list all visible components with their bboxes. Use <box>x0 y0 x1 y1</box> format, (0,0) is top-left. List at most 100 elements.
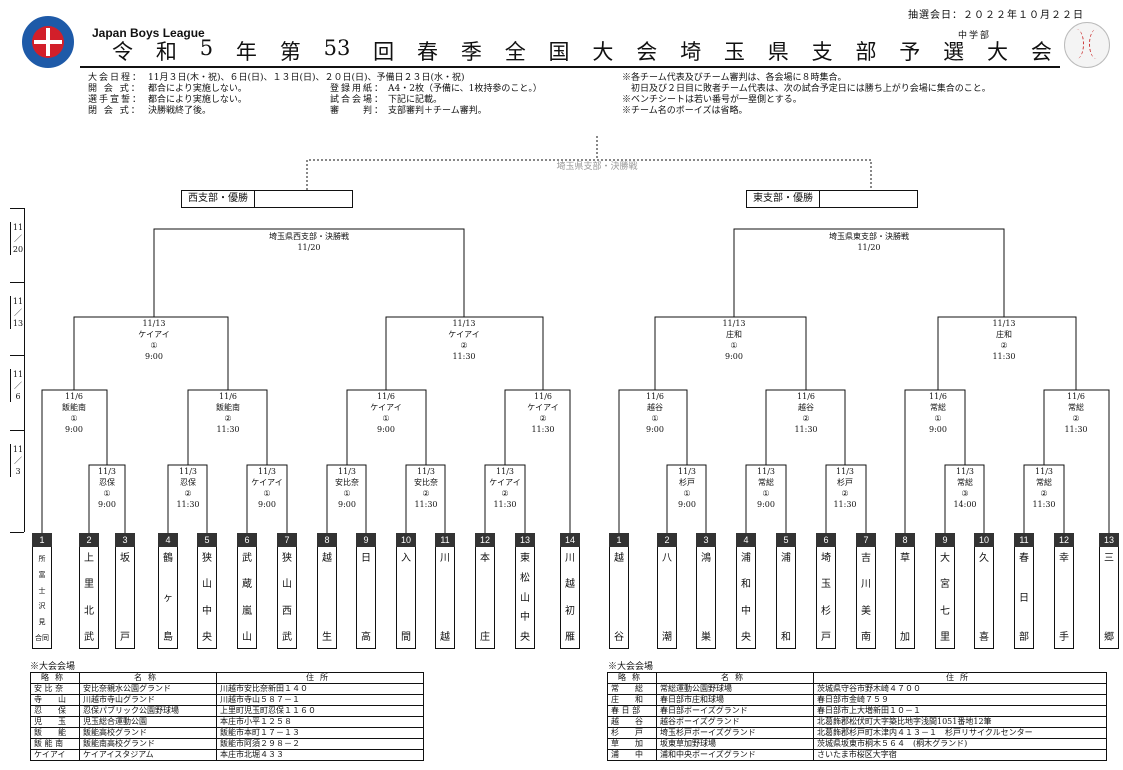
team-char: 央 <box>741 631 751 643</box>
team-char: 狭 <box>282 553 292 564</box>
team-char: 手 <box>1059 632 1069 643</box>
round-date-part: ／ <box>14 308 22 317</box>
team-char: 中 <box>741 605 751 617</box>
title-char: 会 <box>636 40 658 64</box>
round-date-part: 20 <box>12 245 24 254</box>
team-char: 蔵 <box>242 579 252 591</box>
match-line: 14:00 <box>953 500 977 509</box>
match-line: 11/3 <box>338 467 356 476</box>
title-char: 第 <box>279 40 301 64</box>
team-name-box: 埼玉杉戸 <box>816 547 836 649</box>
venue-cell: 春日部ボーイズグランド <box>656 705 814 717</box>
venue-cell: 忍 保 <box>30 705 80 717</box>
team-char: 潮 <box>662 632 672 643</box>
match-line: 忍保 <box>180 478 196 487</box>
match-line: ② <box>1040 489 1048 498</box>
venue-cell: 上里町児玉町忍保１１６０ <box>216 705 424 717</box>
venue-cell: 安比奈親水公園グランド <box>79 683 217 695</box>
title-char: 53 <box>323 36 351 60</box>
team-char: 間 <box>401 632 411 643</box>
info-row: 審 判：支部審判＋チーム審判。 <box>330 106 542 117</box>
team-number: 1 <box>32 533 52 547</box>
info-row: 試合会場：下記に記載。 <box>330 95 542 106</box>
team-char: 雁 <box>565 631 575 643</box>
round-separator <box>10 355 24 356</box>
team-number: 7 <box>856 533 876 547</box>
team-name-box: 草加 <box>895 547 915 649</box>
match-line: 11:30 <box>414 500 438 509</box>
table-row: 草 加坂東草加野球場茨城県坂東市桐木５６４ (桐木グランド) <box>607 738 1107 750</box>
team-number: 5 <box>197 533 217 547</box>
round-date-part: 13 <box>12 319 24 328</box>
match-line: 11:30 <box>1064 425 1088 434</box>
round-date: 11／6 <box>10 369 25 402</box>
info-value: 都合により実施しない。 <box>148 95 247 105</box>
team-name-box: 狭山西武 <box>277 547 297 649</box>
venue-header-row: 略称名称住所 <box>607 672 1107 684</box>
match-line: 11:30 <box>833 500 857 509</box>
match-line: 11/6 <box>797 392 815 401</box>
match-line: 庄和 <box>726 330 742 339</box>
info-row: 登録用紙：A4・2枚（予備に、1枚持参のこと。） <box>330 84 542 95</box>
venue-cell: 飯能市本町１７－１３ <box>216 727 424 739</box>
match-line: 11/13 <box>722 319 746 328</box>
team-char: 和 <box>781 632 791 643</box>
match-line: 常総 <box>930 403 946 412</box>
venue-cell: 飯能南高校グランド <box>79 738 217 750</box>
team-name-box: 大宮七里 <box>935 547 955 649</box>
team-char: 三 <box>1104 553 1114 564</box>
venue-header: 住所 <box>813 672 1107 684</box>
team-char: 本 <box>480 553 490 564</box>
match-line: 11/6 <box>534 392 552 401</box>
round-date: 11／13 <box>10 296 25 329</box>
info-row: 開 会 式：都合により実施しない。 <box>88 84 465 95</box>
match-line: 11:30 <box>1032 500 1056 509</box>
match-line: 庄和 <box>996 330 1012 339</box>
venue-header: 名称 <box>79 672 217 684</box>
team-number: 9 <box>356 533 376 547</box>
match-line: 11:30 <box>794 425 818 434</box>
match-line: 安比奈 <box>335 478 359 487</box>
team-char: 日 <box>361 553 371 564</box>
title-rule <box>80 66 1060 68</box>
match-line: 11/6 <box>377 392 395 401</box>
team-char: 士 <box>38 586 46 595</box>
east-champion-label: 東支部・優勝 <box>747 191 820 207</box>
team-char: 山 <box>520 592 530 604</box>
final-label: 埼玉県支部・決勝戦 <box>556 162 638 172</box>
match-line: ① <box>730 341 738 350</box>
match-line: ② <box>1000 341 1008 350</box>
team-char: 初 <box>565 605 575 617</box>
match-line: 飯能南 <box>62 403 86 412</box>
team-name-box: 越生 <box>317 547 337 649</box>
info-value: 11月３日(木・祝)、６日(日)、１３日(日)、２０日(日)、予備日２３日(水・… <box>148 73 465 83</box>
team-char: 高 <box>361 632 371 643</box>
team-char: 中 <box>202 605 212 617</box>
info-value: 下記に記載。 <box>388 95 443 105</box>
table-row: 飯 能 南飯能南高校グランド飯能市阿須２９８－２ <box>30 738 424 750</box>
table-row: 常 総常総運動公園野球場茨城県守谷市野木崎４７００ <box>607 683 1107 695</box>
league-name: Japan Boys League <box>92 26 205 40</box>
table-row: 飯 能飯能高校グランド飯能市本町１７－１３ <box>30 727 424 739</box>
match-line: ① <box>651 414 659 423</box>
team-char: 見 <box>38 618 46 627</box>
round-column-line <box>24 208 25 532</box>
team-char: 鴻 <box>701 553 711 564</box>
round-separator <box>10 430 24 431</box>
info-left: 大会日程：11月３日(木・祝)、６日(日)、１３日(日)、２０日(日)、予備日２… <box>88 73 465 117</box>
venue-header-row: 略称名称住所 <box>30 672 424 684</box>
team-number: 10 <box>974 533 994 547</box>
venue-cell: 杉 戸 <box>607 727 657 739</box>
match-line: 11/6 <box>646 392 664 401</box>
venue-cell: 埼玉杉戸ボーイズグランド <box>656 727 814 739</box>
info-note: ※チーム名のボーイズは省略。 <box>622 106 748 116</box>
team-name-box: 浦和中央 <box>736 547 756 649</box>
match-line: 杉戸 <box>679 478 695 487</box>
match-line: 安比奈 <box>414 478 438 487</box>
